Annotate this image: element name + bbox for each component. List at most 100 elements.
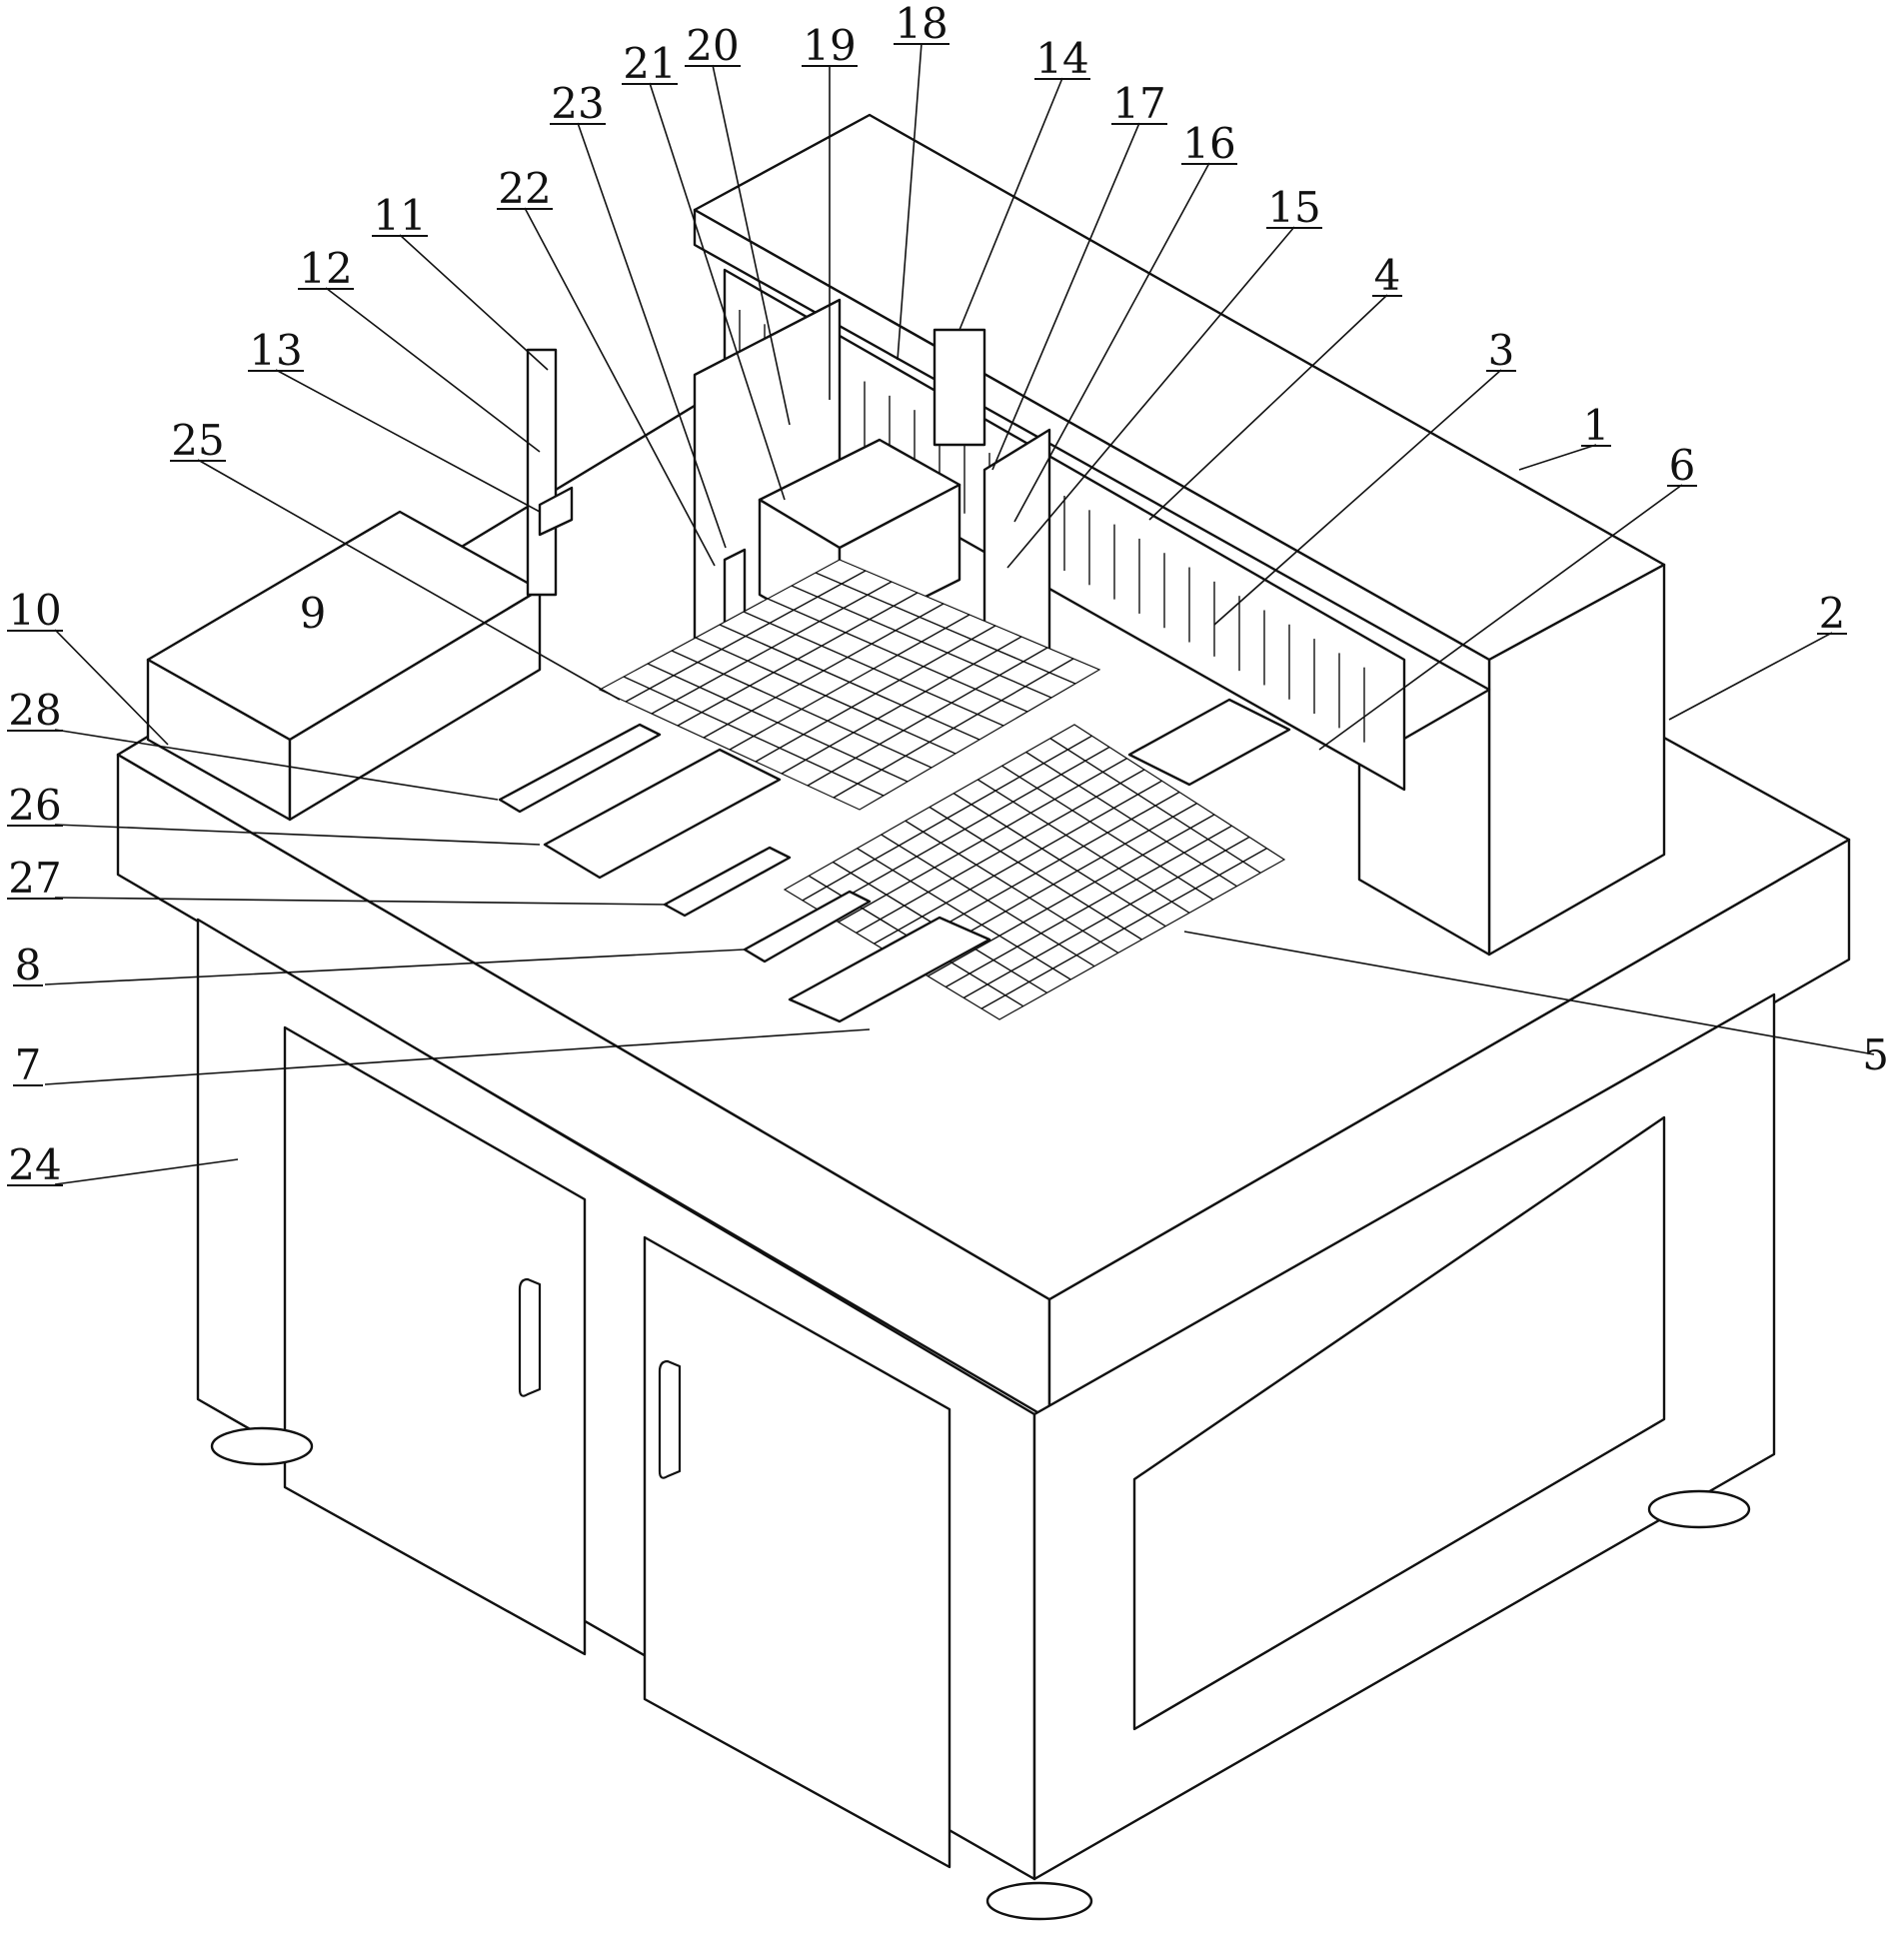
rail-28 [498,723,662,814]
tray-25-cell-line [767,598,1028,713]
leader-line-24 [54,1158,239,1185]
leader-line-21 [649,82,786,501]
tray-5-cell-line [1001,765,1214,901]
tray-5-cell-line [905,820,1119,954]
callout-label-28: 28 [8,686,61,735]
tray-5-cell-line [976,779,1190,914]
leader-line-1 [1518,444,1597,471]
callout-label-1: 1 [1583,401,1610,450]
trays [498,559,1291,1023]
tray-25-cell-line [791,585,1052,699]
callout-label-25: 25 [171,416,224,465]
leader-line-20 [712,64,791,426]
tray-25-cell-line [695,637,956,755]
tray-5-cell-line [929,806,1142,941]
motor-14 [933,328,986,447]
tray-25-cell-line [719,624,980,741]
bracket-13 [538,486,574,537]
callout-label-15: 15 [1267,183,1320,232]
leader-line-13 [275,369,541,513]
foot-front [985,1881,1093,1921]
leader-lines [44,42,1875,1185]
callout-label-12: 12 [299,244,352,293]
callout-label-8: 8 [15,941,42,989]
left-door [283,1025,587,1656]
callout-label-3: 3 [1488,326,1515,375]
callout-label-20: 20 [686,21,739,70]
leader-line-2 [1668,632,1833,721]
callout-label-18: 18 [895,0,948,48]
tray-5-cell-line [1025,751,1237,888]
leader-line-5 [1183,931,1875,1055]
gantry [693,113,1666,957]
gantry-front-edge [693,208,1491,692]
hopper-right [288,588,542,822]
callout-label-14: 14 [1035,34,1088,83]
callout-label-21: 21 [623,39,676,88]
tray-5-cell-line [881,834,1095,968]
leader-line-11 [399,234,549,371]
leader-line-4 [1148,294,1388,521]
callout-label-4: 4 [1374,251,1401,300]
callout-labels: 1234567891011121314151617181920212223242… [7,0,1889,1189]
tray-5-cell-line [952,793,1166,928]
callout-label-2: 2 [1819,589,1846,638]
column-11 [526,348,558,597]
rail-27 [663,846,792,918]
callout-label-9: 9 [300,589,327,638]
callout-label-11: 11 [373,191,426,240]
middle-door-handle [658,1359,682,1479]
leader-line-22 [524,207,716,567]
callout-label-22: 22 [498,164,551,213]
rail-8 [743,890,872,964]
callout-label-27: 27 [8,854,61,903]
tray-25-cell-line [815,572,1076,685]
leader-line-12 [325,287,541,453]
callout-label-10: 10 [8,586,61,635]
right-panel [1132,1115,1666,1731]
leader-line-28 [54,729,499,801]
callout-label-24: 24 [8,1140,61,1189]
tray-25 [598,559,1101,811]
leader-line-25 [197,459,621,701]
leader-line-17 [991,122,1140,471]
leader-line-18 [897,42,923,361]
right-carriage [1127,698,1291,787]
callout-label-23: 23 [551,79,604,128]
carriage-26 [543,748,782,880]
leader-line-10 [54,629,169,746]
callout-label-7: 7 [15,1040,42,1089]
leader-line-6 [1318,484,1683,751]
callout-label-16: 16 [1182,119,1235,168]
left-door-handle [518,1277,542,1397]
tray-25-cell-line [671,650,933,769]
hopper-9 [146,348,574,822]
carriage-7 [788,916,991,1023]
callout-label-17: 17 [1112,79,1165,128]
callout-label-13: 13 [249,326,302,375]
callout-label-19: 19 [803,21,856,70]
tray-25-cell-line [743,611,1004,727]
leader-line-23 [577,122,727,549]
foot-left [210,1426,314,1466]
leader-line-3 [1213,369,1502,626]
leader-line-27 [54,897,669,906]
foot-right [1647,1489,1751,1529]
tray-grid [623,570,1267,1009]
callout-label-26: 26 [8,781,61,830]
leader-line-7 [44,1028,871,1085]
leader-line-14 [958,77,1063,331]
callout-label-6: 6 [1669,441,1696,490]
tray-25-cell-line [623,676,885,797]
tray-5-cell-line [1049,738,1261,874]
leader-line-26 [54,824,541,846]
callout-label-5: 5 [1862,1030,1889,1079]
leader-line-8 [44,949,746,985]
tray-5-cell-line [857,848,1071,980]
leader-line-16 [1013,162,1210,523]
leader-line-15 [1006,226,1295,569]
middle-door [643,1235,952,1869]
tray-25-cell-line [647,663,909,783]
